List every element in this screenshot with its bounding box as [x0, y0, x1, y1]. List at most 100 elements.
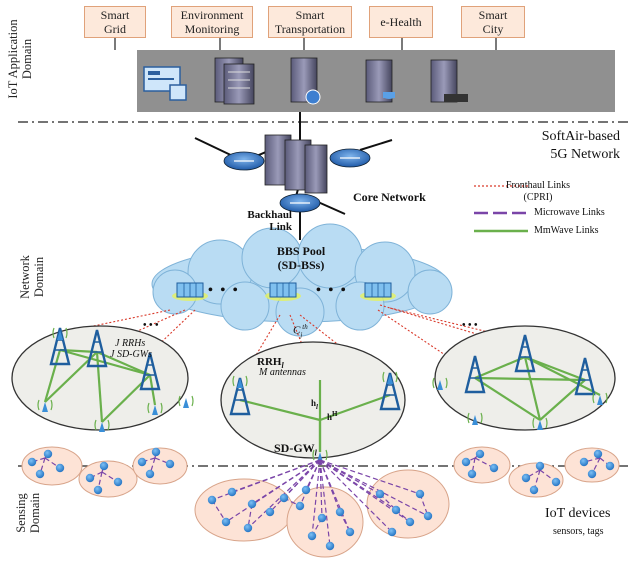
- antenna-wave: [94, 419, 110, 431]
- network-links: [27, 327, 615, 551]
- workstation-server-icon: [430, 59, 468, 103]
- sensor-node: [423, 511, 433, 521]
- microwave-link: [471, 457, 476, 475]
- cell-dots-left: • • •: [143, 320, 159, 331]
- microwave-link: [319, 459, 331, 547]
- microwave-link: [44, 457, 61, 469]
- sensor-node: [113, 477, 123, 487]
- sensing-domain-label: Sensing Domain: [14, 492, 42, 534]
- sensor-node: [521, 473, 531, 483]
- sensor-node: [137, 457, 147, 467]
- monitor-icon: [143, 66, 187, 101]
- mmwave-link: [96, 350, 151, 377]
- mmwave-link: [43, 349, 62, 403]
- sensor-node: [579, 457, 589, 467]
- antenna-wave: [532, 417, 548, 429]
- sensor-node: [93, 485, 103, 495]
- sensor-node: [27, 457, 37, 467]
- microwave-link: [305, 459, 321, 491]
- antenna-wave: [432, 377, 448, 389]
- sensor-node: [35, 469, 45, 479]
- sensor-node: [165, 459, 175, 469]
- sensor-node: [85, 473, 95, 483]
- microwave-link: [97, 471, 103, 491]
- sensor-node: [345, 527, 355, 537]
- sensor-node: [295, 501, 305, 511]
- microwave-link: [154, 457, 171, 465]
- microwave-link: [319, 459, 323, 519]
- sensor-node: [207, 495, 217, 505]
- cj-label: Cjth: [293, 323, 308, 339]
- sensor-node: [535, 461, 545, 471]
- bbs-pool-cloud: [151, 223, 453, 337]
- h-h-label: hH: [327, 410, 338, 422]
- app-e-health: e-Health: [369, 6, 433, 38]
- antenna-icon: [152, 405, 158, 415]
- cell-dots-right: • • •: [462, 320, 478, 331]
- antenna-wave: [312, 449, 328, 461]
- antenna-icon: [57, 330, 63, 340]
- antenna-icon: [472, 415, 478, 425]
- tower-icon: [229, 377, 251, 416]
- mmwave-link: [524, 355, 586, 382]
- antenna-wave: [382, 371, 398, 383]
- antenna-icon: [597, 395, 603, 405]
- app-smart-transportation: Smart Transportation: [268, 6, 352, 38]
- server-icon: [290, 57, 321, 105]
- antenna-wave: [37, 399, 53, 411]
- app-smart-grid: Smart Grid: [84, 6, 146, 38]
- sensor-node: [415, 489, 425, 499]
- sensor-node: [317, 513, 327, 523]
- antenna-wave: [467, 412, 483, 424]
- mmwave-link: [474, 377, 541, 421]
- sensor-node: [227, 487, 237, 497]
- sensor-node: [301, 485, 311, 495]
- backhaul-link-label: Backhaul Link: [247, 209, 292, 233]
- cells: [11, 325, 616, 459]
- app-environment-monitoring: Environment Monitoring: [171, 6, 253, 38]
- tower-icon: [379, 372, 401, 411]
- j-rrhs-label: J RRHs: [115, 338, 146, 349]
- microwave-link: [149, 457, 156, 475]
- database-server-icon: [365, 59, 395, 103]
- iot-devices-sublabel: sensors, tags: [553, 526, 604, 537]
- sensor-node: [461, 457, 471, 467]
- microwave-link: [525, 469, 541, 479]
- sensor-node: [43, 449, 53, 459]
- sensor-node: [475, 449, 485, 459]
- tower-icon: [514, 334, 536, 373]
- sensor-node: [529, 485, 539, 495]
- app-label: Smart Grid: [100, 8, 130, 36]
- mmwave-link: [95, 351, 104, 423]
- microwave-link: [319, 459, 351, 533]
- antenna-icon: [237, 378, 243, 388]
- tower-icon: [464, 355, 486, 394]
- microwave-link: [319, 459, 429, 517]
- microwave-link: [319, 459, 393, 533]
- legend-mmwave: MmWave Links: [534, 225, 599, 236]
- server-rack-icon: [214, 57, 255, 105]
- core-servers: [264, 134, 328, 194]
- sensor-node: [145, 469, 155, 479]
- microwave-link: [319, 459, 397, 511]
- sensor-node: [489, 463, 499, 473]
- app-label: e-Health: [380, 15, 422, 29]
- sensor-node: [391, 505, 401, 515]
- sensor-node: [151, 447, 161, 457]
- tower-icon: [86, 329, 108, 368]
- network-domain-label: Network Domain: [18, 255, 46, 299]
- antenna-icon: [42, 402, 48, 412]
- mmwave-link: [524, 356, 601, 396]
- sensor-node: [587, 469, 597, 479]
- legend-microwave: Microwave Links: [534, 207, 605, 218]
- microwave-link: [39, 457, 46, 475]
- app-label: Environment Monitoring: [180, 8, 244, 36]
- antenna-icon: [537, 420, 543, 430]
- microwave-link: [101, 471, 119, 483]
- sensor-node: [247, 499, 257, 509]
- antenna-icon: [183, 398, 189, 408]
- sensor-node: [325, 541, 335, 551]
- microwave-link: [225, 459, 321, 523]
- sensor-node: [221, 517, 231, 527]
